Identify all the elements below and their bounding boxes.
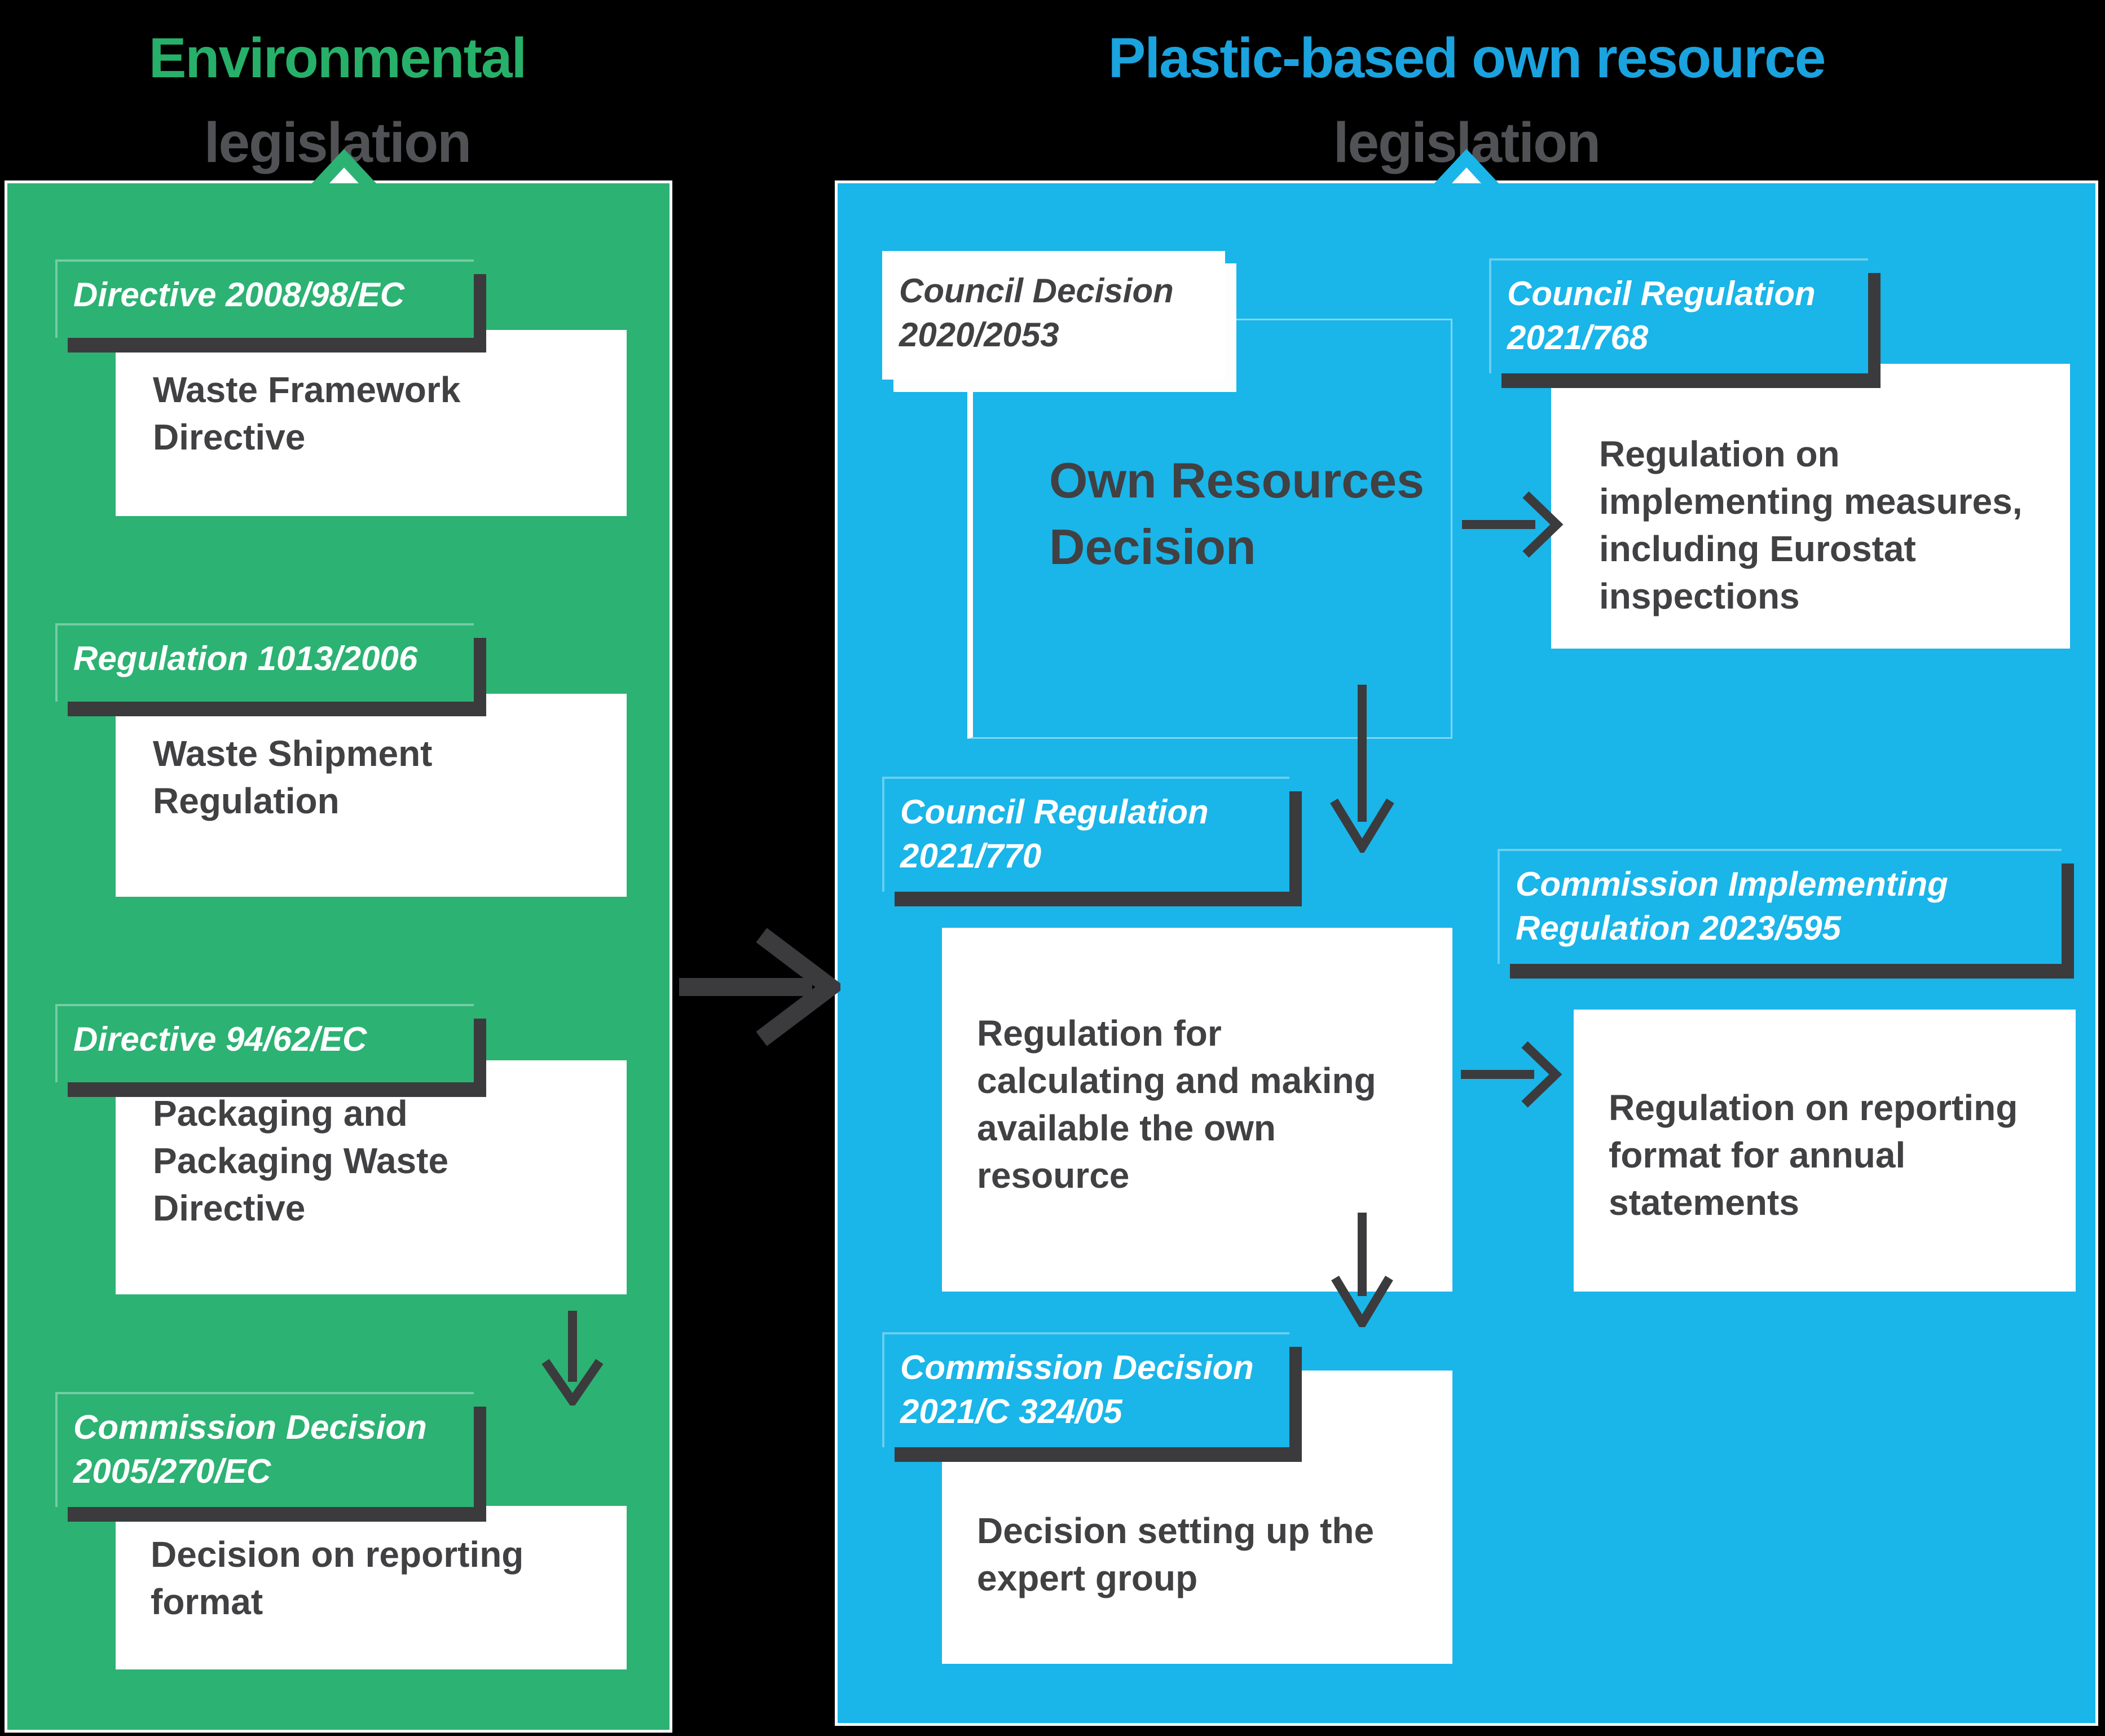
commission-implementing-regulation-2023-595-label: Commission Implementing Regulation 2023/…	[1498, 849, 2062, 964]
council-decision-2020-2053-label: Council Decision 2020/2053	[882, 251, 1225, 380]
council-regulation-2021-770-label: Council Regulation 2021/770	[882, 777, 1289, 892]
environmental-title-line1: Environmental	[148, 27, 527, 90]
council-regulation-2021-768-label: Council Regulation 2021/768	[1489, 258, 1868, 373]
arrow-right-icon	[1461, 482, 1565, 567]
arrow-down-icon	[1317, 684, 1407, 853]
waste-framework-directive-box: Waste Framework Directive	[116, 330, 627, 516]
commission-decision-2021-c-324-label: Commission Decision 2021/C 324/05	[882, 1332, 1289, 1447]
reporting-format-annual-statements-box: Regulation on reporting format for annua…	[1574, 1010, 2076, 1292]
plastic-title-line1: Plastic-based own resource	[1108, 27, 1826, 90]
waste-shipment-regulation-box: Waste Shipment Regulation	[116, 694, 627, 897]
arrow-down-icon	[527, 1310, 618, 1405]
regulation-1013-2006-label: Regulation 1013/2006	[55, 623, 474, 702]
triangle-up-notch-icon	[1452, 168, 1481, 183]
triangle-up-notch-icon	[329, 168, 359, 183]
commission-decision-2005-270-label: Commission Decision 2005/270/EC	[55, 1392, 474, 1507]
environmental-title: Environmental legislation	[27, 16, 648, 185]
packaging-waste-directive-box: Packaging and Packaging Waste Directive	[116, 1060, 627, 1294]
plastic-own-resource-title: Plastic-based own resource legislation	[1100, 16, 1833, 185]
implementing-measures-box: Regulation on implementing measures, inc…	[1551, 364, 2070, 649]
calculating-own-resource-box: Regulation for calculating and making av…	[942, 928, 1452, 1292]
own-resources-decision-box: Own Resources Decision	[967, 319, 1452, 739]
decision-reporting-format-box: Decision on reporting format	[116, 1506, 627, 1669]
directive-94-62-ec-label: Directive 94/62/EC	[55, 1004, 474, 1082]
arrow-down-icon	[1317, 1211, 1407, 1327]
arrow-right-icon	[1460, 1032, 1564, 1117]
directive-2008-98-ec-label: Directive 2008/98/EC	[55, 259, 474, 338]
arrow-right-icon	[677, 925, 840, 1049]
